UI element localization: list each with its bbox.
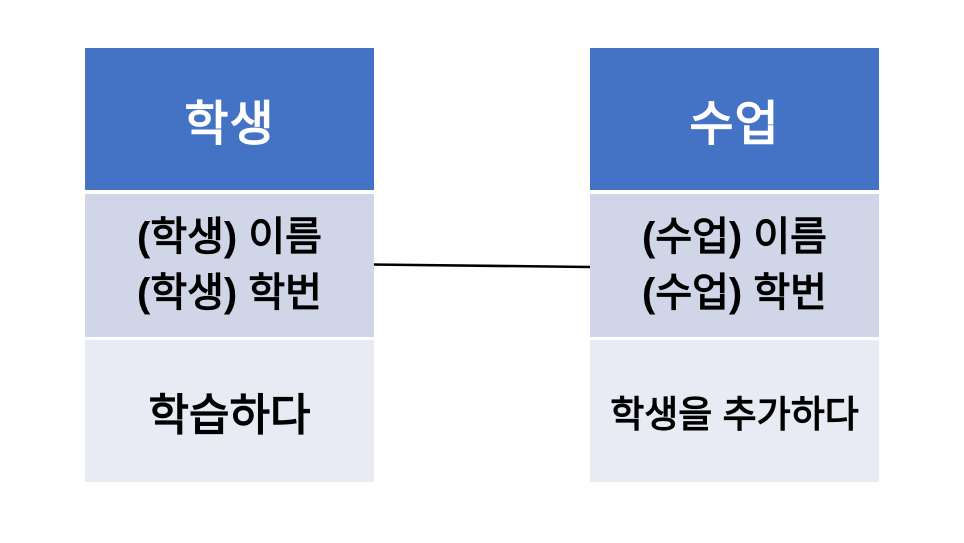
entity-student-operation-section: 학습하다 [85,340,374,482]
attribute-item: (수업) 학번 [642,270,827,315]
entity-class-attributes-section: (수업) 이름 (수업) 학번 [590,194,879,337]
attribute-item: (수업) 이름 [642,215,827,260]
entity-student-title: 학생 [184,98,275,151]
entity-class-title: 수업 [689,98,780,151]
entity-student-title-bar: 학생 [85,48,374,190]
entity-class-title-bar: 수업 [590,48,879,190]
attribute-item: (학생) 이름 [137,215,322,260]
entity-class-operation-section: 학생을 추가하다 [590,340,879,482]
attribute-item: (학생) 학번 [137,270,322,315]
entity-box-student: 학생 (학생) 이름 (학생) 학번 학습하다 [85,48,374,482]
operation-label: 학습하다 [148,391,311,440]
operation-label: 학생을 추가하다 [610,394,859,435]
entity-box-class: 수업 (수업) 이름 (수업) 학번 학생을 추가하다 [590,48,879,482]
entity-student-attributes-section: (학생) 이름 (학생) 학번 [85,194,374,337]
